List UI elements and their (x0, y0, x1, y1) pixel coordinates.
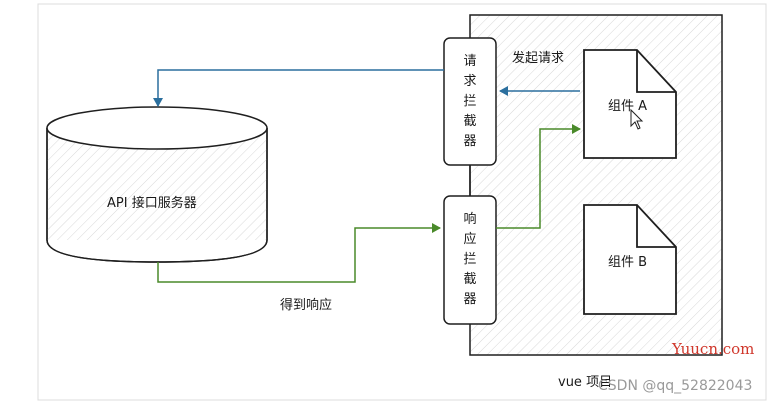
component-a-document (583, 49, 677, 159)
response-interceptor-label: 响应拦截器 (463, 212, 477, 307)
project-label: vue 项目 (558, 375, 613, 390)
component-a-label: 组件 A (608, 99, 648, 114)
response-to-component-arrow (496, 124, 581, 229)
component-b-label: 组件 B (608, 255, 648, 270)
request-to-server-arrow (153, 69, 444, 107)
cursor-icon (630, 108, 644, 130)
response-interceptor-box (443, 195, 497, 325)
author-watermark: CSDN @qq_52822043 (598, 378, 753, 394)
server-to-response-arrow (157, 223, 441, 283)
component-b-document (583, 204, 677, 315)
request-interceptor-box (443, 37, 497, 166)
request-interceptor-label: 请求拦截器 (463, 54, 477, 149)
server-label: API 接口服务器 (107, 196, 197, 211)
send-request-label: 发起请求 (512, 51, 565, 66)
api-server-cylinder (46, 106, 268, 263)
site-watermark: Yuucn.com (672, 340, 755, 358)
outer-frame (37, 3, 767, 401)
get-response-label: 得到响应 (280, 298, 333, 313)
